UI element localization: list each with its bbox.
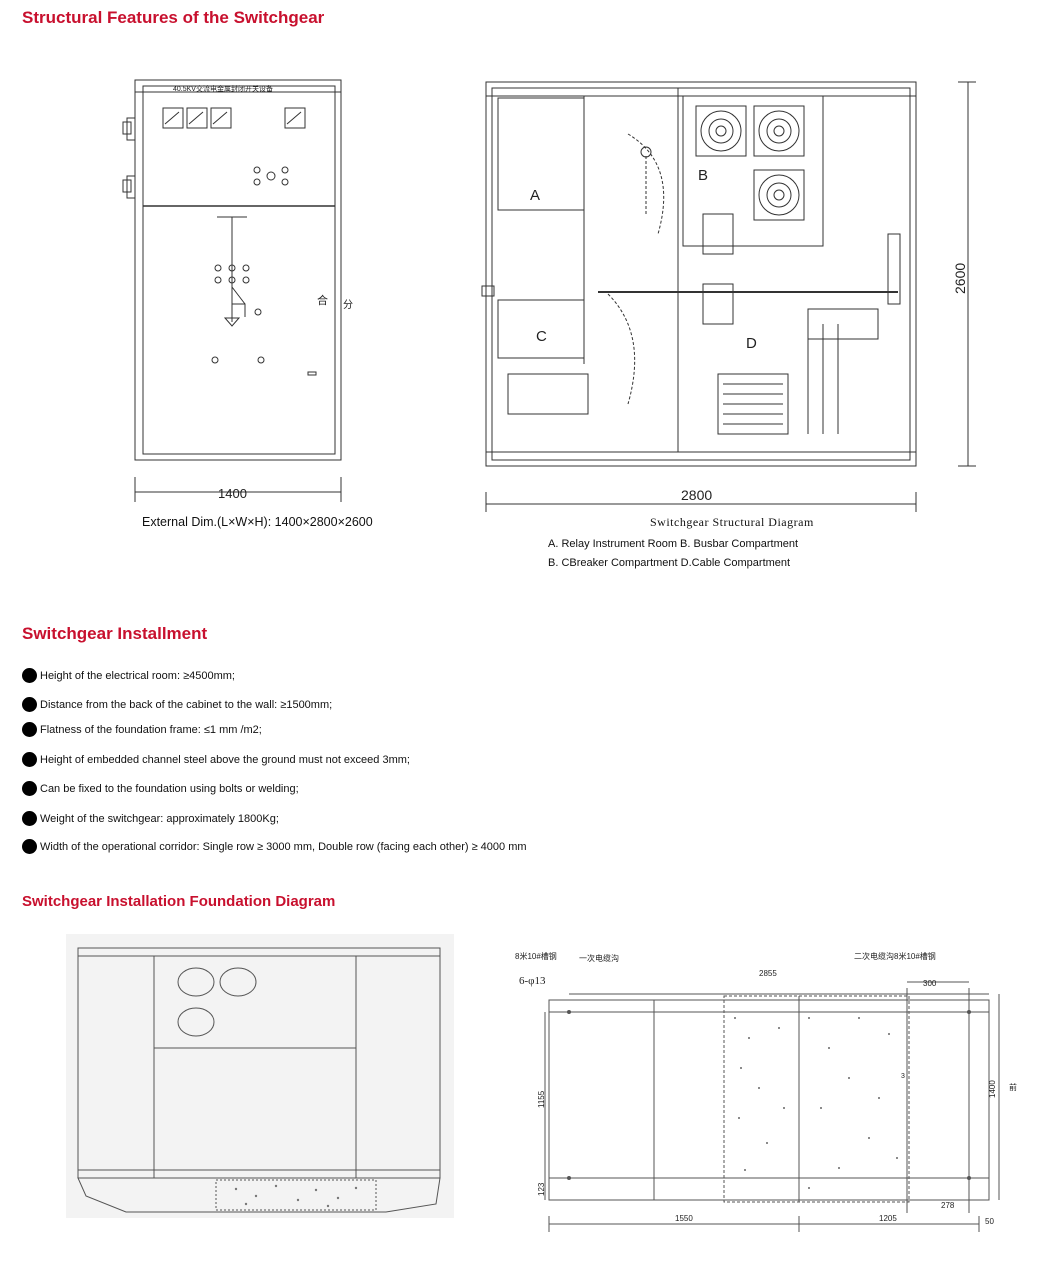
legend-line-2: B. CBreaker Compartment D.Cable Compartm…	[548, 557, 791, 569]
plan-dim-1205: 1205	[879, 1214, 897, 1223]
plan-primary-trench-label: 一次电缆沟	[579, 953, 619, 963]
side-view-caption: Switchgear Structural Diagram	[650, 515, 814, 529]
section-heading-foundation: Switchgear Installation Foundation Diagr…	[22, 893, 336, 910]
side-width-dim: 2800	[681, 487, 712, 503]
front-switch-off: 分	[343, 299, 353, 311]
plan-secondary-trench-label: 二次电缆沟8米10#槽钢	[854, 951, 936, 961]
label-d: D	[746, 335, 757, 352]
foundation-side-drawing	[66, 934, 454, 1218]
bullet-icon	[22, 752, 37, 767]
front-switch-on: 合	[317, 293, 328, 307]
plan-front-mark: 前	[1009, 1082, 1017, 1092]
plan-channel-steel-label: 8米10#槽钢	[515, 951, 557, 961]
bullet-icon	[22, 722, 37, 737]
label-b: B	[698, 167, 708, 184]
plan-dim-1155: 1155	[537, 1090, 546, 1108]
section-heading-installment: Switchgear Installment	[22, 624, 208, 643]
front-panel-title: 40.5KV交流电金属封闭开关设备	[173, 84, 273, 93]
label-a: A	[530, 187, 540, 204]
bullet-icon	[22, 781, 37, 796]
front-view-drawing: 40.5KV交流电金属封闭开关设备 合 分 1400	[122, 79, 353, 502]
list-item: Height of the electrical room: ≥4500mm;	[22, 668, 235, 683]
plan-dim-278: 278	[941, 1201, 955, 1210]
bullet-icon	[22, 697, 37, 712]
plan-dim-50: 50	[985, 1217, 994, 1226]
plan-dim-1550: 1550	[675, 1214, 693, 1223]
bullet-icon	[22, 839, 37, 854]
side-view-drawing: A B C D 2800 2600	[481, 81, 976, 512]
plan-holes-label: 6-φ13	[519, 975, 546, 987]
plan-small-3: 3	[901, 1073, 905, 1080]
list-item: Height of embedded channel steel above t…	[22, 752, 410, 767]
plan-dim-2855: 2855	[759, 969, 777, 978]
list-item: Distance from the back of the cabinet to…	[22, 697, 332, 712]
plan-dim-123: 123	[537, 1182, 546, 1196]
label-c: C	[536, 328, 547, 345]
section-heading-structural: Structural Features of the Switchgear	[22, 8, 325, 27]
legend-line-1: A. Relay Instrument Room B. Busbar Compa…	[548, 538, 799, 550]
list-item: Weight of the switchgear: approximately …	[22, 811, 279, 826]
list-item: Width of the operational corridor: Singl…	[22, 839, 527, 854]
list-item: Flatness of the foundation frame: ≤1 mm …	[22, 722, 262, 737]
foundation-plan-drawing: 8米10#槽钢 一次电缆沟 二次电缆沟8米10#槽钢 6-φ13 2855 30…	[515, 951, 1017, 1232]
bullet-icon	[22, 811, 37, 826]
plan-dim-300: 300	[923, 979, 937, 988]
bullet-icon	[22, 668, 37, 683]
plan-dim-1400: 1400	[988, 1080, 997, 1098]
side-height-dim: 2600	[952, 263, 968, 294]
front-width-dim: 1400	[218, 486, 247, 501]
list-item: Can be fixed to the foundation using bol…	[22, 781, 299, 796]
front-view-caption: External Dim.(L×W×H): 1400×2800×2600	[142, 515, 373, 529]
